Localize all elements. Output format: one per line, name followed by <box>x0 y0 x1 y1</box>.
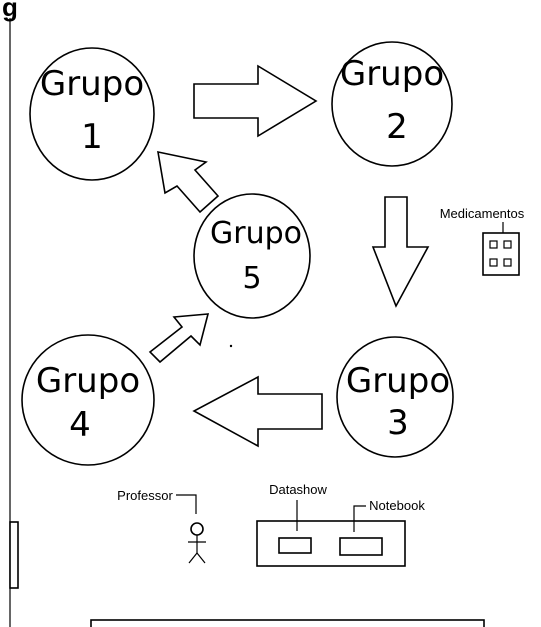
teacher-desk: Datashow Notebook <box>256 482 425 567</box>
front-board <box>90 619 485 627</box>
arrow-group1-to-group2 <box>193 64 318 138</box>
group-2-circle <box>331 41 453 167</box>
door <box>9 521 19 589</box>
group-5-number: 5 <box>242 261 261 296</box>
medicine-cabinet: Medicamentos <box>440 206 525 276</box>
cabinet-drawer-2 <box>503 240 512 249</box>
professor-head <box>190 522 204 536</box>
professor-leg-left <box>188 552 198 564</box>
group-1-number: 1 <box>81 117 103 157</box>
arrow-group5-to-group1 <box>157 150 220 214</box>
notebook-pointer <box>353 505 366 532</box>
cabinet-box <box>482 232 520 276</box>
cabinet-drawer-3 <box>489 258 498 267</box>
group-4-circle <box>21 334 155 466</box>
professor-label: Professor <box>117 488 173 503</box>
datashow-device <box>278 537 312 554</box>
group-4-node: Grupo 4 <box>21 334 155 466</box>
group-1-node: Grupo 1 <box>29 47 155 181</box>
notebook-device <box>339 537 383 556</box>
arrow-group4-to-group5 <box>148 313 210 364</box>
group-3-name: Grupo <box>346 361 450 401</box>
notebook-label: Notebook <box>369 498 425 513</box>
group-1-circle <box>29 47 155 181</box>
group-4-number: 4 <box>69 405 91 445</box>
group-2-name: Grupo <box>340 54 444 94</box>
cabinet-drawer-4 <box>503 258 512 267</box>
cabinet-drawer-1 <box>489 240 498 249</box>
group-3-node: Grupo 3 <box>336 336 454 458</box>
medicamentos-label: Medicamentos <box>440 206 525 221</box>
group-3-circle <box>336 336 454 458</box>
caption-prefix: g <box>2 0 18 22</box>
datashow-label: Datashow <box>269 482 327 497</box>
professor-figure: Professor <box>117 488 206 564</box>
group-3-number: 3 <box>387 403 409 443</box>
professor-pointer <box>176 494 197 514</box>
group-5-name: Grupo <box>210 216 302 251</box>
group-4-name: Grupo <box>36 361 140 401</box>
group-5-circle <box>193 193 311 319</box>
arrow-group2-to-group3 <box>371 196 430 308</box>
stray-dot <box>229 344 233 348</box>
group-1-name: Grupo <box>40 64 144 104</box>
group-5-node: Grupo 5 <box>193 193 311 319</box>
arrow-group3-to-group4 <box>192 375 323 448</box>
professor-leg-right <box>196 552 206 564</box>
group-2-number: 2 <box>386 107 408 147</box>
figure-caption: g <box>2 0 18 22</box>
group-2-node: Grupo 2 <box>331 41 453 167</box>
